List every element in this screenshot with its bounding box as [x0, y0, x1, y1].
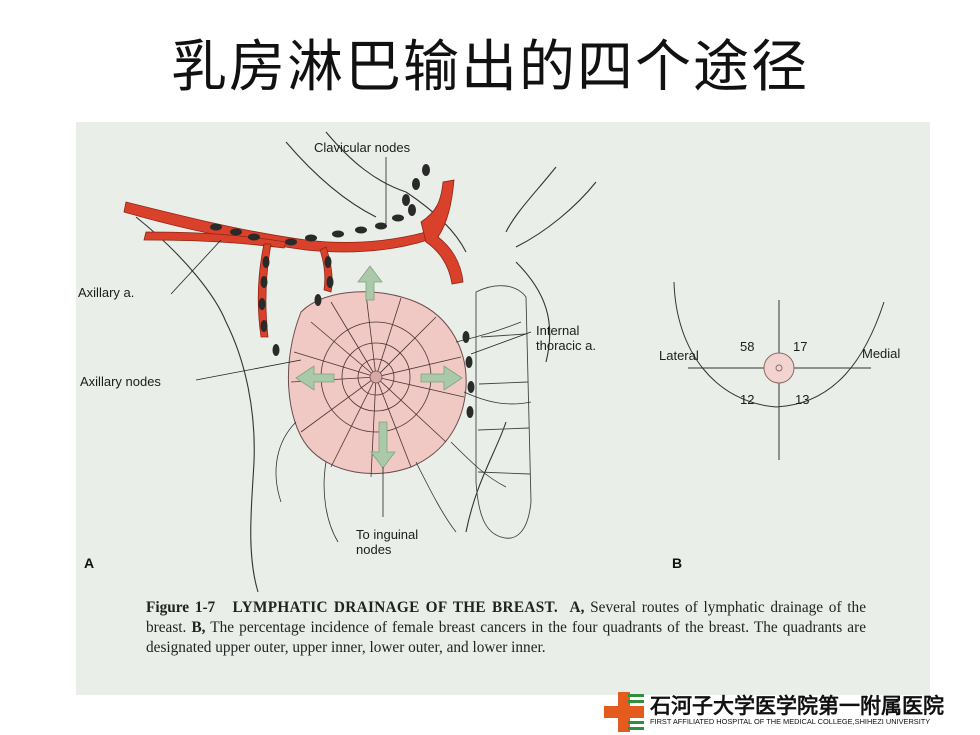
peripheral-lymphatics [275, 321, 532, 543]
quadrant-lower-outer: 12 [740, 392, 755, 407]
logo-name-cn: 石河子大学医学院第一附属医院 [650, 693, 944, 718]
caption-part-a-marker: A, [569, 599, 585, 616]
label-axillary-artery: Axillary a. [78, 285, 135, 300]
logo-name-en: FIRST AFFILIATED HOSPITAL OF THE MEDICAL… [650, 717, 931, 726]
lymph-nodes [210, 164, 475, 418]
quadrant-upper-inner: 17 [793, 339, 808, 354]
caption-part-a-text: Several routes of lymphatic drainage of … [146, 599, 866, 636]
axillary-artery [123, 179, 464, 338]
label-internal-thoracic-2: thoracic a. [536, 338, 596, 353]
figure-caption: Figure 1-7 LYMPHATIC DRAINAGE OF THE BRE… [146, 598, 866, 658]
label-to-inguinal-1: To inguinal [356, 527, 419, 542]
caption-figure-id: Figure 1-7 [146, 599, 216, 616]
label-lateral: Lateral [659, 348, 699, 363]
label-axillary-nodes: Axillary nodes [80, 374, 161, 389]
anatomy-figure: Clavicular nodes Axillary a. Axillary no… [76, 122, 930, 695]
slide-title: 乳房淋巴输出的四个途径 [171, 35, 809, 100]
quadrant-diagram [673, 281, 885, 460]
leader-lines [170, 157, 532, 517]
label-internal-thoracic-1: Internal [536, 323, 580, 338]
panel-label-b: B [672, 555, 683, 571]
cross-logo-icon [604, 692, 644, 732]
lymph-drainage-illustration [123, 131, 885, 593]
caption-part-b-text: The percentage incidence of female breas… [146, 619, 866, 656]
quadrant-upper-outer: 58 [740, 339, 755, 354]
caption-figure-title: LYMPHATIC DRAINAGE OF THE BREAST. [232, 599, 558, 616]
breast-tissue [287, 291, 467, 478]
quadrant-lower-inner: 13 [795, 392, 810, 407]
drainage-arrows [295, 265, 463, 469]
nipple-areola [763, 352, 795, 384]
sternum-outline [475, 285, 532, 539]
label-to-inguinal-2: nodes [356, 542, 392, 557]
panel-label-a: A [84, 555, 95, 571]
label-clavicular-nodes: Clavicular nodes [314, 140, 411, 155]
label-medial: Medial [862, 346, 901, 361]
hospital-logo: 石河子大学医学院第一附属医院 FIRST AFFILIATED HOSPITAL… [600, 688, 980, 735]
caption-part-b-marker: B, [191, 619, 206, 636]
